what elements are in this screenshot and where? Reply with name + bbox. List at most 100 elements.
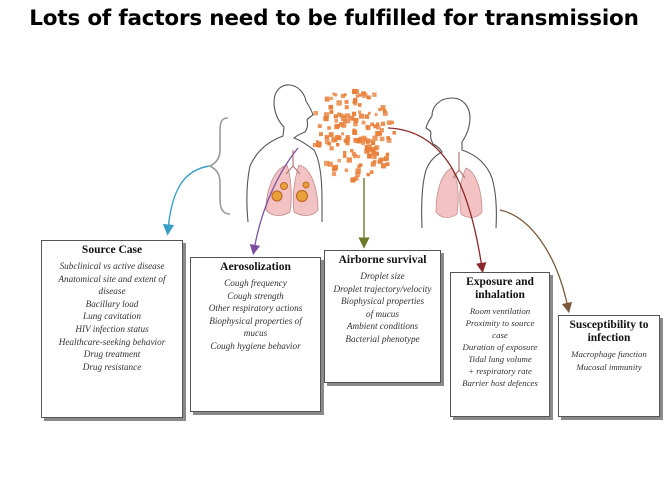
factor-item: HIV infection status	[75, 323, 149, 334]
droplet	[357, 103, 362, 107]
factor-item: Macrophage function	[571, 349, 647, 359]
exposure-heading-line2: inhalation	[475, 289, 525, 301]
droplet	[378, 107, 382, 112]
droplet	[336, 100, 342, 106]
factor-item: + respiratory rate	[468, 366, 532, 376]
droplet	[358, 110, 362, 114]
source-lungs	[265, 150, 319, 216]
droplet	[329, 96, 334, 100]
droplet	[343, 93, 347, 97]
factor-item: disease	[98, 286, 126, 297]
droplet	[380, 105, 386, 110]
droplet	[324, 139, 330, 145]
factor-item: mucus	[243, 328, 268, 339]
arrow-to-aerosolization	[249, 147, 299, 256]
factor-item: Bacterial phenotype	[345, 333, 420, 344]
droplet	[346, 142, 350, 146]
lesion-marker	[302, 181, 310, 189]
droplet	[331, 137, 337, 143]
susceptibility-box: Susceptibility to infection Macrophage f…	[558, 315, 660, 417]
droplet	[373, 124, 378, 129]
droplet	[358, 93, 362, 97]
droplet	[344, 105, 349, 110]
factor-item: case	[492, 330, 508, 340]
exposure-heading: Exposure and inhalation	[453, 276, 547, 302]
droplet	[358, 113, 364, 119]
droplet	[368, 139, 373, 144]
factor-item: Cough hygiene behavior	[210, 340, 301, 351]
droplet	[390, 120, 394, 125]
droplet	[333, 114, 339, 119]
droplet	[354, 176, 359, 181]
droplet	[385, 162, 390, 166]
droplet	[386, 138, 392, 143]
droplet	[337, 158, 341, 163]
factor-item: Duration of exposure	[462, 342, 538, 352]
droplet	[376, 152, 379, 156]
lesion-marker	[271, 190, 283, 202]
droplet	[328, 132, 334, 138]
droplet	[353, 137, 359, 143]
droplet	[376, 125, 381, 130]
droplet	[376, 122, 380, 126]
droplet	[334, 93, 338, 97]
droplet	[329, 110, 334, 114]
droplet	[382, 109, 387, 113]
droplet	[327, 126, 331, 130]
droplet	[353, 121, 358, 127]
droplet	[352, 129, 358, 135]
droplet	[343, 138, 348, 143]
droplet	[383, 111, 388, 116]
droplet	[354, 89, 360, 95]
droplet	[352, 128, 356, 132]
droplet	[351, 151, 356, 156]
droplet	[381, 121, 386, 126]
droplet	[323, 117, 327, 121]
droplet	[341, 122, 347, 128]
droplet	[334, 135, 340, 140]
droplet	[352, 153, 358, 159]
factor-item: Droplet trajectory/velocity	[333, 283, 432, 294]
arrow-to-source-case	[162, 165, 210, 236]
factor-item: Mucosal immunity	[576, 361, 642, 372]
droplet	[371, 140, 376, 145]
droplet	[367, 111, 371, 115]
factor-item: Drug resistance	[82, 361, 142, 372]
droplet	[392, 131, 396, 135]
recipient-lungs	[435, 152, 483, 218]
droplet	[364, 114, 370, 119]
droplet	[353, 101, 358, 106]
droplet	[312, 143, 317, 147]
droplet	[331, 166, 337, 172]
droplet	[364, 145, 370, 150]
droplet	[379, 136, 385, 142]
factor-item: Biophysical properties of	[209, 315, 302, 326]
droplet	[339, 113, 344, 118]
airborne-survival-box: Airborne survival Droplet size Droplet t…	[324, 250, 441, 383]
droplet	[336, 143, 340, 147]
aerosolization-heading: Aerosolization	[220, 261, 291, 273]
droplet	[342, 154, 347, 158]
droplet	[328, 104, 334, 110]
droplet	[334, 119, 338, 123]
droplet	[378, 159, 383, 164]
droplet	[357, 164, 361, 169]
droplet	[361, 120, 366, 125]
droplet	[341, 132, 345, 136]
source-person-figure	[246, 84, 323, 223]
droplet	[375, 131, 381, 137]
droplet	[384, 155, 389, 161]
droplet	[324, 112, 330, 118]
droplet	[368, 144, 372, 148]
slide-title: Lots of factors need to be fulfilled for…	[29, 6, 639, 31]
droplet	[385, 152, 390, 157]
susceptibility-heading-line1: Susceptibility to	[569, 319, 649, 331]
droplet	[372, 92, 377, 97]
droplet	[372, 135, 378, 141]
droplet	[372, 155, 377, 160]
lesion-marker	[280, 182, 288, 190]
droplet	[357, 155, 361, 159]
lesion-marker	[295, 189, 309, 203]
droplet	[362, 92, 368, 99]
droplet	[366, 173, 370, 177]
